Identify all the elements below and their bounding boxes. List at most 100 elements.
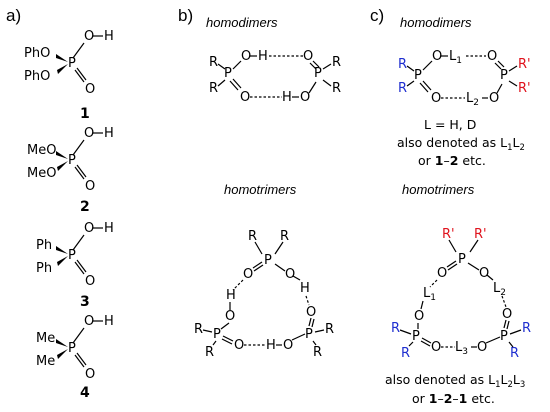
c-tri-o-bottom-left: O	[431, 340, 441, 355]
compound-4-sub2: Me	[36, 354, 55, 369]
compound-3: O H P O Ph Ph 3	[36, 221, 114, 310]
b-dimer-o-bottom-left: O	[240, 90, 250, 105]
panel-b-label: b)	[178, 6, 193, 25]
b-tri-o-right-mid: O	[306, 305, 316, 320]
b-dimer-h-bottom: H	[282, 90, 292, 105]
compound-4-number: 4	[80, 385, 90, 401]
c-dimer-p-right: P	[500, 68, 508, 83]
b-tri-o-bottom-right: O	[283, 338, 293, 353]
c-tri-rp1: R'	[442, 227, 455, 242]
c-tri-o-left-mid: O	[414, 309, 424, 324]
compound-2-o: O	[84, 126, 94, 141]
dimer-note-line1: also denoted as L1L2	[397, 135, 525, 153]
compound-2-sub1: MeO	[27, 143, 56, 158]
c-tri-r-left1: R	[391, 321, 400, 336]
l-definition: L = H, D	[424, 117, 476, 132]
c-dimer-l2: L2	[466, 91, 479, 108]
c-dimer-o-bottom-right: O	[489, 91, 499, 106]
b-tri-h-left: H	[226, 288, 236, 303]
compound-1-oh: O	[84, 29, 94, 44]
compound-3-number: 3	[80, 294, 90, 310]
b-homodimer: P R R O H O P R R O H O	[209, 49, 341, 105]
compound-2-p: P	[68, 153, 76, 168]
compound-4-sub1: Me	[36, 331, 55, 346]
compound-1-p: P	[68, 56, 76, 71]
panel-c-label: c)	[370, 6, 384, 25]
compound-3-h: H	[104, 221, 114, 236]
c-dimer-rp2: R'	[518, 81, 531, 96]
b-homotrimer: R R P O O H H O P R R O H O P R R	[194, 229, 334, 360]
c-tri-p-right: P	[500, 329, 508, 344]
c-dimer-r2: R	[398, 81, 407, 96]
b-dimer-o-top-right: O	[303, 49, 313, 64]
c-tri-r-right1: R	[522, 321, 531, 336]
panel-b-homodimers-title: homodimers	[206, 15, 278, 30]
compound-3-o-double: O	[85, 274, 95, 289]
panel-c-homodimers-title: homodimers	[400, 15, 472, 30]
b-dimer-p-right: P	[314, 66, 322, 81]
c-tri-r-left2: R	[401, 346, 410, 361]
b-tri-r-top2: R	[280, 229, 289, 244]
compound-3-o: O	[84, 221, 94, 236]
compound-4-p: P	[68, 341, 76, 356]
compound-1-sub1: PhO	[24, 46, 50, 61]
compound-1-h: H	[104, 29, 114, 44]
panel-c-homotrimers-title: homotrimers	[402, 182, 475, 197]
b-tri-o-left-mid: O	[225, 309, 235, 324]
panel-b-homotrimers-title: homotrimers	[224, 182, 297, 197]
compound-3-p: P	[68, 248, 76, 263]
compound-2-h: H	[104, 126, 114, 141]
b-tri-p-right: P	[305, 327, 313, 342]
dimer-note-line2: or 1–2 etc.	[418, 153, 486, 168]
b-tri-o-top-left: O	[243, 267, 253, 282]
c-dimer-o-top-right: O	[487, 49, 497, 64]
b-tri-r-left1: R	[194, 322, 203, 337]
c-tri-p-top: P	[458, 252, 466, 267]
c-tri-o-right-mid: O	[502, 307, 512, 322]
c-tri-rp2: R'	[474, 227, 487, 242]
b-tri-r-top1: R	[248, 229, 257, 244]
compound-2-o-double: O	[85, 179, 95, 194]
compound-3-sub2: Ph	[36, 261, 52, 276]
b-dimer-r2: R	[209, 81, 218, 96]
c-homotrimer: R' R' P O O L2 L1 O P R R O L3 O P R R	[391, 227, 531, 361]
c-dimer-o-top-left: O	[432, 49, 442, 64]
c-tri-l3: L3	[455, 340, 468, 357]
b-tri-h-bottom: H	[266, 338, 276, 353]
b-tri-h-right: H	[300, 281, 310, 296]
compound-4: O H P O Me Me 4	[36, 314, 114, 401]
b-dimer-o-bottom-right: O	[300, 90, 310, 105]
b-tri-p-top: P	[264, 253, 272, 268]
compound-2: O H P O MeO MeO 2	[27, 126, 114, 215]
trimer-note-line1: also denoted as L1L2L3	[385, 372, 525, 390]
b-dimer-r3: R	[332, 55, 341, 70]
compound-4-o: O	[84, 314, 94, 329]
compound-2-number: 2	[80, 199, 90, 215]
c-tri-o-bottom-right: O	[477, 340, 487, 355]
b-dimer-p-left: P	[224, 66, 232, 81]
compound-3-sub1: Ph	[36, 238, 52, 253]
compound-1-o-double: O	[85, 82, 95, 97]
b-tri-o-top-right: O	[285, 267, 295, 282]
trimer-note-line2: or 1–2–1 etc.	[412, 391, 495, 406]
c-dimer-rp1: R'	[518, 57, 531, 72]
b-tri-r-right1: R	[325, 322, 334, 337]
panel-a-label: a)	[6, 6, 21, 25]
c-tri-l1: L1	[423, 286, 436, 303]
c-dimer-r1: R	[398, 57, 407, 72]
c-tri-r-right2: R	[510, 346, 519, 361]
b-dimer-r1: R	[209, 55, 218, 70]
c-dimer-p-left: P	[414, 68, 422, 83]
c-tri-o-top-right: O	[479, 266, 489, 281]
b-tri-r-right2: R	[313, 345, 322, 360]
c-tri-l2: L2	[493, 281, 506, 298]
compound-4-h: H	[104, 314, 114, 329]
b-tri-o-bottom-left: O	[234, 338, 244, 353]
compound-1-sub2: PhO	[24, 69, 50, 84]
b-dimer-r4: R	[332, 81, 341, 96]
c-homodimer: R R P O L1 O P R' R' O L2 O	[398, 49, 531, 108]
b-dimer-o-top-left: O	[241, 49, 251, 64]
c-tri-o-top-left: O	[437, 266, 447, 281]
